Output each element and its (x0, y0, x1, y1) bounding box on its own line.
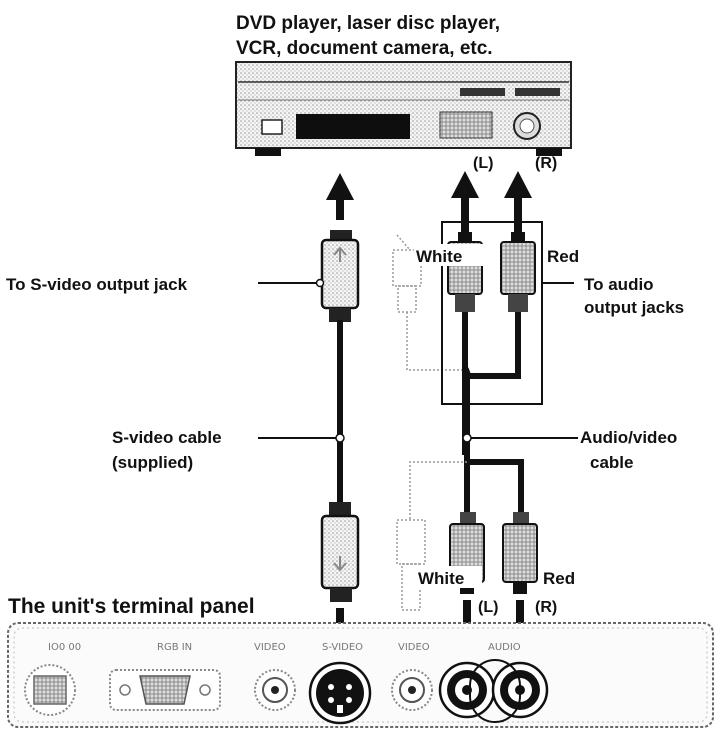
port-label-video-2: VIDEO (398, 642, 430, 653)
video-port-2 (391, 669, 433, 711)
port-label-audio: AUDIO (488, 642, 521, 653)
port-label-svideo: S-VIDEO (322, 642, 363, 653)
audio-right-up-arrow (504, 171, 532, 234)
right-channel-top-label: (R) (535, 155, 557, 172)
av-cable-top-branches (462, 312, 521, 455)
av-cable-bottom-branches (464, 455, 524, 514)
video-plug-dotted-top (392, 234, 467, 371)
rgb-in-port (109, 669, 221, 711)
svideo-plug-bottom (320, 502, 360, 602)
red-plug-top (500, 232, 536, 312)
left-channel-top-label: (L) (473, 155, 493, 172)
source-device (235, 61, 572, 156)
audio-left-input-port (438, 661, 496, 719)
svideo-cable-label-line2: (supplied) (112, 453, 193, 472)
source-device-title-line2: VCR, document camera, etc. (236, 38, 493, 59)
audio-output-label-line2: output jacks (584, 298, 684, 317)
video-port-1 (254, 669, 296, 711)
control-port (24, 664, 76, 716)
port-label-control: IO0 00 (48, 642, 81, 653)
av-cable-label-line2: cable (590, 453, 633, 472)
svideo-output-label: To S-video output jack (6, 275, 188, 294)
svideo-cable-label-line1: S-video cable (112, 428, 222, 447)
port-label-rgb: RGB IN (157, 642, 192, 653)
audio-output-label-line1: To audio (584, 275, 654, 294)
red-plug-bottom (502, 512, 538, 594)
leader-lines (258, 282, 578, 439)
red-bottom-label: Red (543, 569, 575, 588)
svideo-plug-top (320, 230, 360, 322)
source-device-title-line1: DVD player, laser disc player, (236, 13, 500, 34)
red-top-label: Red (547, 247, 579, 266)
svideo-input-port (308, 661, 372, 725)
audio-output-bracket (441, 221, 543, 405)
right-channel-bottom-label: (R) (535, 599, 557, 616)
svideo-up-arrow (326, 173, 354, 220)
audio-left-up-arrow (451, 171, 479, 234)
terminal-panel-title: The unit's terminal panel (8, 595, 255, 618)
av-cable-label-line1: Audio/video (580, 428, 677, 447)
white-top-label: White (416, 247, 462, 266)
white-bottom-label: White (418, 569, 464, 588)
port-label-video-1: VIDEO (254, 642, 286, 653)
left-channel-bottom-label: (L) (478, 599, 498, 616)
